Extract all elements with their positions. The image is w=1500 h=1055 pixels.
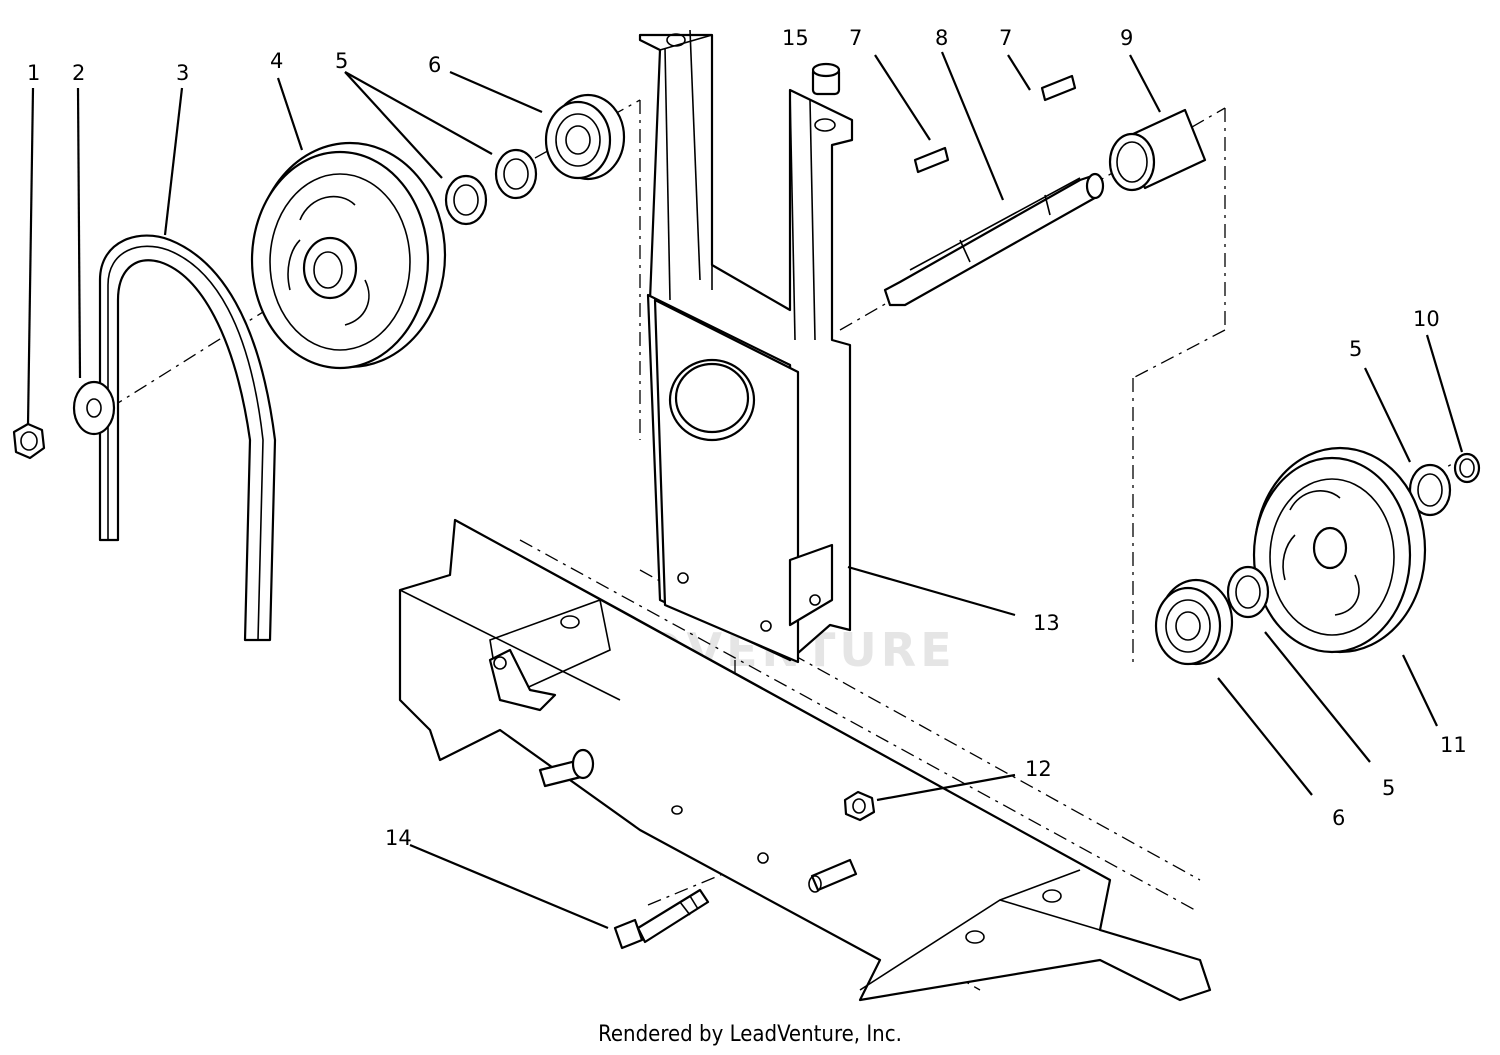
part-13-bracket	[638, 29, 854, 664]
callout-4: 4	[270, 49, 283, 73]
callout-5-left: 5	[335, 49, 348, 73]
part-2-washer	[72, 380, 116, 436]
callout-7-left: 7	[849, 26, 862, 50]
credit-footer: Rendered by LeadVenture, Inc.	[598, 1022, 902, 1047]
exploded-parts-diagram: LEADVENTURE	[12, 26, 1481, 1002]
callout-8: 8	[935, 26, 948, 50]
part-12-nut	[843, 790, 876, 822]
part-10-snap-ring	[1453, 452, 1481, 484]
part-4-pulley	[250, 141, 447, 370]
callout-1: 1	[27, 61, 40, 85]
callout-14: 14	[385, 826, 412, 850]
callout-6-upper: 6	[428, 53, 441, 77]
callout-2: 2	[72, 61, 85, 85]
callout-9: 9	[1120, 26, 1133, 50]
leader-lines	[26, 51, 1464, 930]
part-8-shaft	[883, 172, 1105, 307]
callout-7-right: 7	[999, 26, 1012, 50]
part-1-nut	[12, 422, 46, 460]
part-15-bushing	[811, 62, 841, 96]
part-7-key-right	[1040, 74, 1077, 102]
part-5-spacer-right	[494, 148, 538, 200]
part-9-sleeve	[1108, 108, 1207, 192]
part-7-key-left	[913, 146, 950, 174]
rail-stud	[538, 748, 595, 788]
callout-15: 15	[782, 26, 809, 50]
rail-pin	[808, 858, 858, 893]
part-11-pulley	[1252, 446, 1427, 654]
frame-rail	[398, 518, 1212, 1002]
rail-bracket	[488, 648, 557, 712]
part-5-spacer-left	[444, 174, 488, 226]
callout-10: 10	[1413, 307, 1440, 331]
callout-3: 3	[176, 61, 189, 85]
callout-6-lower: 6	[1332, 806, 1345, 830]
part-6-bearing-upper	[544, 93, 626, 181]
callout-12: 12	[1025, 757, 1052, 781]
part-5-spacer-right-lower	[1226, 565, 1270, 619]
callout-5-right-upper: 5	[1349, 337, 1362, 361]
part-3-belt	[98, 234, 277, 642]
part-14-bolt	[613, 852, 769, 950]
callout-5-right-lower: 5	[1382, 776, 1395, 800]
callout-labels: 1 2 3 4 5 6 15 7 8 7 9 10 5 13 11 5 6 12…	[27, 26, 1467, 850]
callout-11: 11	[1440, 733, 1467, 757]
part-6-bearing-lower	[1154, 578, 1234, 666]
callout-13: 13	[1033, 611, 1060, 635]
